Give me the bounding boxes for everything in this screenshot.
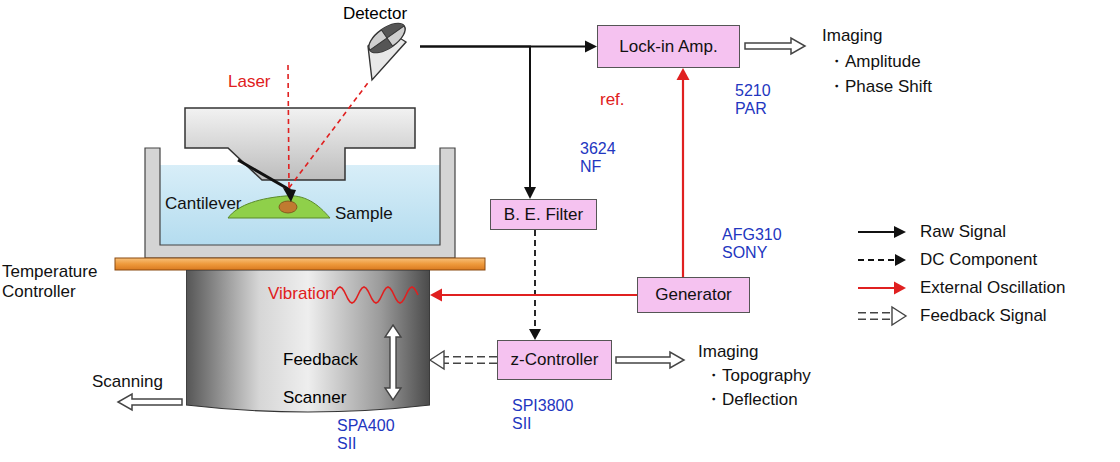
connector-core	[858, 314, 893, 319]
arrowhead	[895, 254, 906, 266]
legend-sample	[858, 226, 906, 238]
annotation-label: Laser	[228, 72, 271, 92]
annotation-label: Cantilever	[165, 194, 242, 214]
legend-text: Feedback Signal	[920, 306, 1047, 326]
nucleus	[279, 201, 297, 213]
arrowhead	[529, 329, 541, 340]
arrowhead	[524, 187, 536, 199]
laser-reflection	[289, 80, 370, 188]
process-box: z-Controller	[497, 340, 612, 380]
output-arrow	[745, 38, 805, 54]
node-label: Detector	[330, 2, 420, 24]
annotation-label: Temperature Controller	[2, 262, 97, 301]
node-label: Scanner	[283, 388, 346, 408]
process-box: Lock-in Amp.	[597, 25, 740, 68]
feedback-double-arrow	[385, 325, 401, 400]
laser-beam	[288, 65, 289, 188]
detector-lens	[364, 18, 410, 58]
node-label: Feedback	[283, 350, 358, 370]
annotation-label: ・Amplitude	[828, 52, 921, 72]
signal-connector	[430, 289, 637, 302]
connector-line	[534, 230, 536, 330]
node-label: Generator	[655, 285, 732, 305]
cantilever	[238, 160, 290, 190]
model-number: SPA400 SII	[337, 417, 395, 454]
connector-line	[858, 231, 895, 233]
node-label: Lock-in Amp.	[619, 37, 717, 57]
legend-text: Raw Signal	[920, 222, 1006, 242]
arrowhead	[677, 68, 690, 80]
connector-line	[420, 47, 530, 189]
process-box: Generator	[637, 277, 750, 313]
model-number: 5210 PAR	[735, 82, 771, 119]
connector-line	[682, 79, 684, 277]
legend-text: External Oscillation	[920, 278, 1066, 298]
arrowhead	[585, 41, 597, 53]
arrowhead	[430, 289, 442, 302]
annotation-label: ・Phase Shift	[828, 77, 932, 97]
arrowhead	[894, 282, 906, 295]
scanner-body	[186, 270, 430, 412]
model-number: 3624 NF	[580, 140, 616, 177]
signal-connector	[529, 230, 541, 340]
annotation-label: ・Deflection	[705, 390, 798, 410]
annotation-label: ・Topography	[705, 366, 811, 386]
legend-sample	[858, 307, 906, 325]
detector-cross	[370, 26, 404, 50]
legend-sample	[858, 282, 906, 295]
model-number: SPI3800 SII	[512, 397, 573, 434]
annotation-label: Scanning	[92, 372, 163, 392]
cantilever-holder	[185, 108, 415, 180]
connector-line	[441, 294, 637, 296]
connector-outline	[858, 312, 893, 320]
process-box: B. E. Filter	[490, 199, 597, 230]
detector-face	[364, 18, 410, 58]
legend-text: DC Component	[920, 250, 1037, 270]
annotation-label: Imaging	[822, 26, 882, 46]
connector-outline	[443, 356, 497, 364]
annotation-label: Sample	[335, 204, 393, 224]
connector-line	[858, 287, 895, 289]
connector-line	[858, 259, 896, 261]
annotation-label: Vibration	[268, 284, 335, 304]
signal-connector	[430, 351, 497, 369]
arrowhead	[430, 351, 444, 369]
signal-connector	[420, 47, 536, 200]
node-label: z-Controller	[511, 350, 599, 370]
annotation-label: Imaging	[698, 342, 758, 362]
detector-cross	[381, 30, 392, 46]
connector-core	[443, 358, 497, 363]
model-number: AFG310 SONY	[722, 226, 782, 263]
legend-sample	[858, 254, 906, 266]
arrowhead	[894, 226, 906, 238]
scanning-arrow	[118, 394, 182, 410]
output-arrow	[616, 352, 684, 368]
temperature-plate	[115, 258, 485, 270]
node-label: B. E. Filter	[504, 205, 583, 225]
edge-label: ref.	[600, 90, 625, 110]
vibration-wave	[334, 287, 418, 303]
sample-cell	[228, 196, 330, 218]
detector-icon: Detector	[330, 2, 420, 92]
arrowhead	[892, 307, 906, 325]
tip	[283, 188, 296, 202]
signal-connector	[677, 68, 690, 277]
